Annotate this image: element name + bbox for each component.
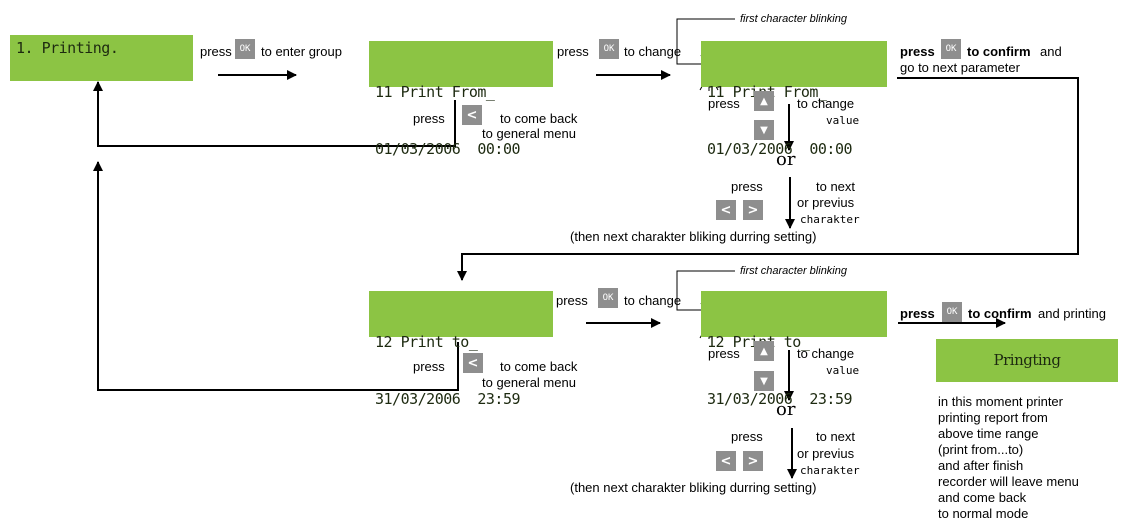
lcd-print-to-date: 31/03/2006 23:59: [375, 390, 521, 408]
ok-key-icon: OK: [235, 39, 255, 59]
up-arrow-key-icon: ▲: [754, 91, 774, 111]
label-to-next-1: to next: [816, 179, 856, 194]
label-to-confirm-1: to confirm: [967, 44, 1031, 59]
printing-description: in this moment printer printing report f…: [938, 394, 1079, 522]
label-press-back-2: press: [413, 359, 445, 374]
description-line: to normal mode: [938, 506, 1029, 521]
label-and-printing: and printing: [1038, 306, 1106, 321]
label-then-next-2: (then next charakter bliking durring set…: [570, 480, 817, 495]
description-line: and after finish: [938, 458, 1024, 473]
label-charakter-2: charakter: [800, 464, 860, 477]
lcd-print-from-edit: 11 Print From_ 01/03/2006 00:00: [701, 41, 887, 158]
down-arrow-key-icon: ▼: [754, 120, 774, 140]
left-arrow-key-icon: <: [716, 200, 736, 220]
label-to-next-2: to next: [816, 429, 856, 444]
label-and-1: and: [1040, 44, 1062, 59]
right-arrow-key-icon: >: [743, 451, 763, 471]
label-to-general-menu-1: to general menu: [482, 126, 576, 141]
left-arrow-key-icon: <: [462, 105, 482, 125]
label-or-previus-2: or previus: [797, 446, 855, 461]
label-press-back-1: press: [413, 111, 445, 126]
label-to-change-value-1: to change: [797, 96, 855, 111]
label-to-come-back-2: to come back: [500, 359, 578, 374]
lcd-print-to-edit-date: 31/03/2006 23:59: [707, 390, 853, 408]
leader-blinking-1: [676, 18, 735, 65]
label-or-2: or: [776, 399, 796, 420]
label-charakter-1: charakter: [800, 213, 860, 226]
label-press-enter: press: [200, 44, 232, 59]
label-press-change-from: press: [557, 44, 589, 59]
description-line: in this moment printer: [938, 394, 1063, 409]
ok-key-icon: OK: [941, 39, 961, 59]
label-to-change-from: to change: [624, 44, 682, 59]
label-to-come-back-1: to come back: [500, 111, 578, 126]
left-arrow-key-icon: <: [716, 451, 736, 471]
label-to-confirm-2: to confirm: [968, 306, 1032, 321]
lcd-print-from-date: 01/03/2006 00:00: [375, 140, 521, 158]
description-line: printing report from: [938, 410, 1048, 425]
down-arrow-key-icon: ▼: [754, 371, 774, 391]
label-to-change-value-2: to change: [797, 346, 855, 361]
label-to-enter-group: to enter group: [261, 44, 342, 59]
lcd-print-to: 12 Print to_ 31/03/2006 23:59: [369, 291, 553, 408]
arrow-next-parameter: [457, 77, 1079, 281]
label-or-previus-1: or previus: [797, 195, 855, 210]
lcd-print-to-title: 12 Print to_: [375, 333, 478, 351]
label-or-1: or: [776, 149, 796, 170]
leader-blinking-2: [676, 270, 735, 311]
description-line: and come back: [938, 490, 1027, 505]
arrow-back-menu-2: [93, 161, 459, 391]
lcd-print-from-edit-date: 01/03/2006 00:00: [707, 140, 853, 158]
ok-key-icon: OK: [598, 288, 618, 308]
right-arrow-key-icon: >: [743, 200, 763, 220]
ok-key-icon: OK: [942, 302, 962, 322]
label-value-2: value: [826, 364, 860, 377]
lcd-print-from: 11 Print From_ 01/03/2006 00:00: [369, 41, 553, 158]
label-value-1: value: [826, 114, 860, 127]
description-line: recorder will leave menu: [938, 474, 1079, 489]
lcd-print-from-title: 11 Print From_: [375, 83, 495, 101]
lcd-pringting: Pringting: [936, 339, 1118, 382]
label-first-char-blinking-1: first character blinking: [740, 13, 847, 25]
description-line: above time range: [938, 426, 1039, 441]
label-go-next-param: go to next parameter: [900, 60, 1020, 75]
label-to-general-menu-2: to general menu: [482, 375, 576, 390]
label-press-leftright-1: press: [731, 179, 763, 194]
lcd-printing: 1. Printing.: [10, 35, 193, 81]
lcd-print-to-edit: 12 Print to_ 31/03/2006 23:59: [701, 291, 887, 408]
label-then-next-1: (then next charakter bliking durring set…: [570, 229, 817, 244]
label-press-change-to: press: [556, 293, 588, 308]
up-arrow-key-icon: ▲: [754, 341, 774, 361]
arrow-back-menu-1: [93, 81, 456, 147]
label-to-change-to: to change: [624, 293, 682, 308]
label-press-leftright-2: press: [731, 429, 763, 444]
label-press-updown-1: press: [708, 96, 740, 111]
description-line: (print from...to): [938, 442, 1024, 457]
left-arrow-key-icon: <: [463, 353, 483, 373]
label-press-confirm-1: press: [900, 44, 935, 59]
ok-key-icon: OK: [599, 39, 619, 59]
label-press-confirm-2: press: [900, 306, 935, 321]
label-first-char-blinking-2: first character blinking: [740, 265, 847, 277]
label-press-updown-2: press: [708, 346, 740, 361]
